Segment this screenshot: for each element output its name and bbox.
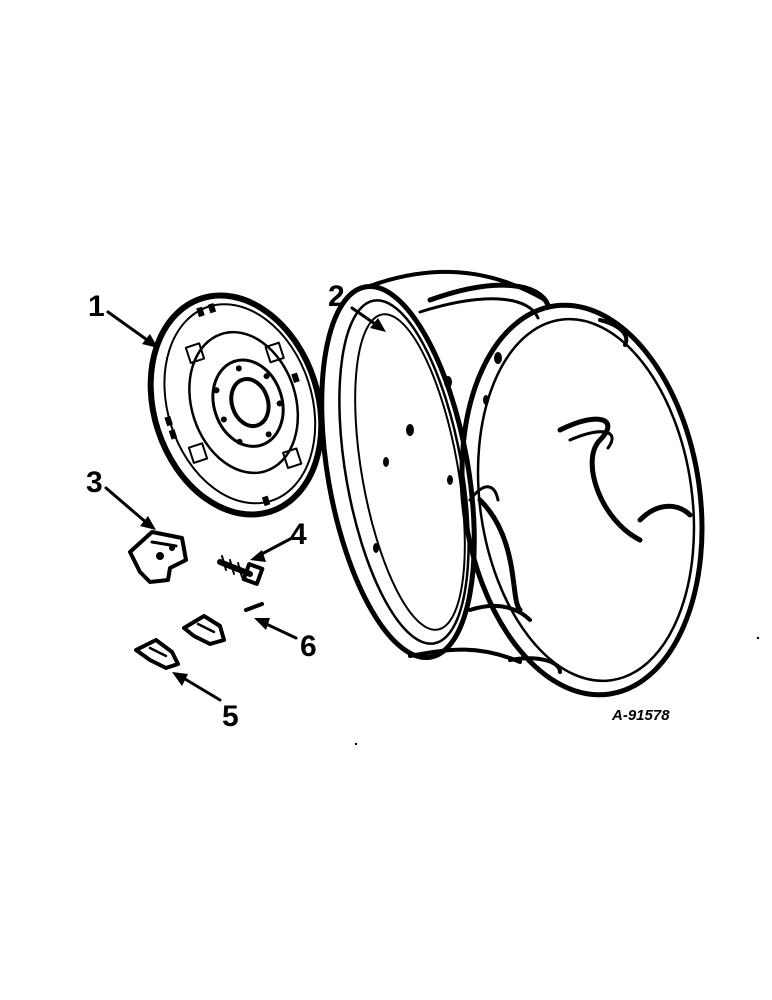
callout-1: 1 [88, 290, 105, 323]
reference-code: A-91578 [611, 707, 670, 724]
wheel-rim-part [319, 269, 705, 698]
callout-5: 5 [222, 700, 239, 733]
callout-4: 4 [290, 518, 307, 551]
leader-lines [104, 306, 386, 702]
clamp-bracket-part [128, 530, 188, 584]
clip-part-6 [182, 602, 264, 646]
wheel-disc-part [147, 292, 325, 518]
clip-part-5 [134, 638, 180, 670]
callout-2: 2 [328, 280, 345, 313]
callout-3: 3 [86, 466, 103, 499]
callout-6: 6 [300, 630, 317, 663]
bolt-part [217, 555, 265, 586]
